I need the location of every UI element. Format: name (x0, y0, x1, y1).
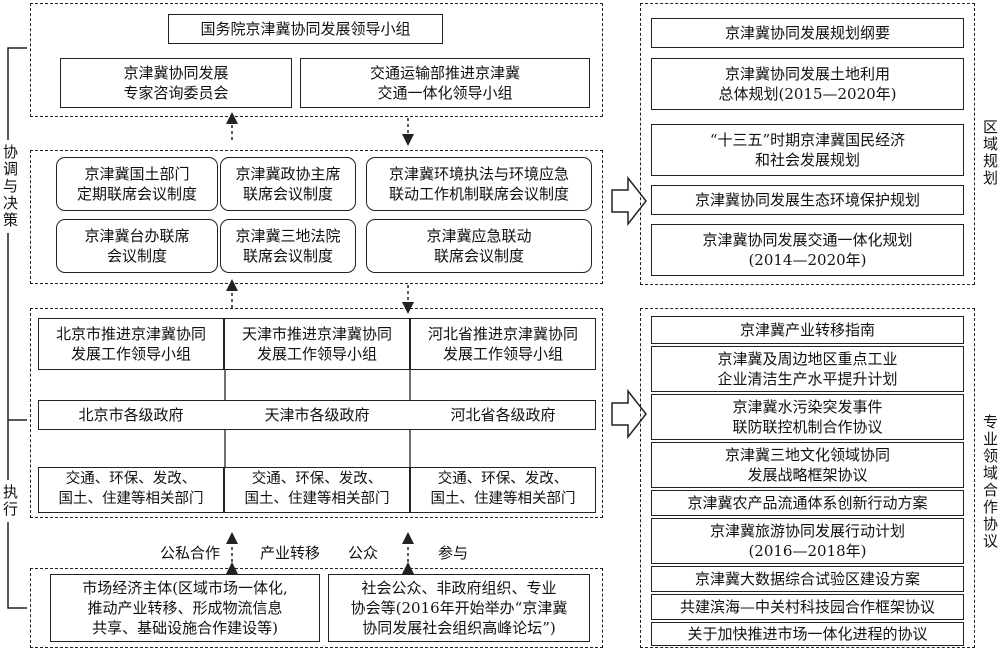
agreement-4: 京津冀三地文化领域协同 发展战略框架协议 (651, 442, 964, 488)
hebei-leading-group: 河北省推进京津冀协同 发展工作领导小组 (410, 318, 596, 370)
label-public-private: 公私合作 (160, 544, 221, 562)
agreement-1: 京津冀产业转移指南 (651, 316, 964, 344)
label-industry-transfer: 产业转移 (260, 544, 321, 562)
mid-group (30, 150, 603, 284)
side-label-execution: 执行 (0, 480, 21, 522)
beijing-leading-group: 北京市推进京津冀协同 发展工作领导小组 (38, 318, 224, 370)
society-box: 社会公众、非政府组织、专业 协会等(2016年开始举办“京津冀 协同发展社会组织… (328, 574, 590, 642)
label-participation: 参与 (438, 544, 469, 562)
beijing-government: 北京市各级政府 (78, 405, 184, 424)
agreement-2: 京津冀及周边地区重点工业 企业清洁生产水平提升计划 (651, 346, 964, 392)
agreement-5: 京津冀农产品流通体系创新行动方案 (651, 490, 964, 516)
mid-item-2: 京津冀政协主席 联席会议制度 (220, 157, 356, 211)
regional-plan-1: 京津冀协同发展规划纲要 (651, 18, 964, 48)
tianjin-leading-group: 天津市推进京津冀协同 发展工作领导小组 (224, 318, 410, 370)
market-entities-box: 市场经济主体(区域市场一体化, 推动产业转移、形成物流信息 共享、基础设施合作建… (50, 574, 320, 642)
transport-group-box: 交通运输部推进京津冀 交通一体化领导小组 (300, 58, 590, 108)
agreement-7: 京津冀大数据综合试验区建设方案 (651, 566, 964, 592)
regional-plan-5: 京津冀协同发展交通一体化规划 (2014—2020年) (651, 224, 964, 276)
agreements-group (640, 308, 975, 648)
side-label-special-agreements: 专业领域合作协议 (981, 414, 999, 550)
mid-item-5: 京津冀三地法院 联席会议制度 (220, 219, 356, 273)
side-label-coordination: 协调与决策 (0, 140, 21, 233)
mid-item-4: 京津冀台办联席 会议制度 (56, 219, 218, 273)
regional-plan-4: 京津冀协同发展生态环境保护规划 (651, 185, 964, 215)
hebei-departments: 交通、环保、发改、 国土、住建等相关部门 (410, 467, 596, 513)
regional-plan-3: “十三五”时期京津冀国民经济 和社会发展规划 (651, 124, 964, 176)
expert-committee-box: 京津冀协同发展 专家咨询委员会 (60, 58, 292, 108)
arrow-to-regional (611, 175, 647, 227)
leading-group-box: 国务院京津冀协同发展领导小组 (168, 14, 443, 44)
left-bracket (7, 47, 27, 609)
agreement-9: 关于加快推进市场一体化进程的协议 (651, 622, 964, 646)
hebei-government: 河北省各级政府 (450, 405, 556, 424)
mid-item-3: 京津冀环境执法与环境应急 联动工作机制联席会议制度 (366, 157, 592, 211)
agreement-3: 京津冀水污染突发事件 联防联控机制合作协议 (651, 394, 964, 440)
tianjin-government: 天津市各级政府 (264, 405, 370, 424)
label-public: 公众 (348, 544, 379, 562)
side-label-regional-plan: 区域规划 (981, 119, 999, 187)
governments-row (38, 400, 596, 430)
tianjin-departments: 交通、环保、发改、 国土、住建等相关部门 (224, 467, 410, 513)
agreement-6: 京津冀旅游协同发展行动计划 (2016—2018年) (651, 518, 964, 564)
mid-item-6: 京津冀应急联动 联席会议制度 (366, 219, 592, 273)
agreement-8: 共建滨海—中关村科技园合作框架协议 (651, 594, 964, 620)
top-group (30, 3, 603, 117)
beijing-departments: 交通、环保、发改、 国土、住建等相关部门 (38, 467, 224, 513)
arrow-to-agreements (611, 388, 647, 440)
mid-item-1: 京津冀国土部门 定期联席会议制度 (56, 157, 218, 211)
bottom-group (30, 568, 603, 648)
regional-plan-2: 京津冀协同发展土地利用 总体规划(2015—2020年) (651, 58, 964, 110)
exec-group (30, 308, 603, 518)
regional-plans-group (640, 3, 975, 285)
